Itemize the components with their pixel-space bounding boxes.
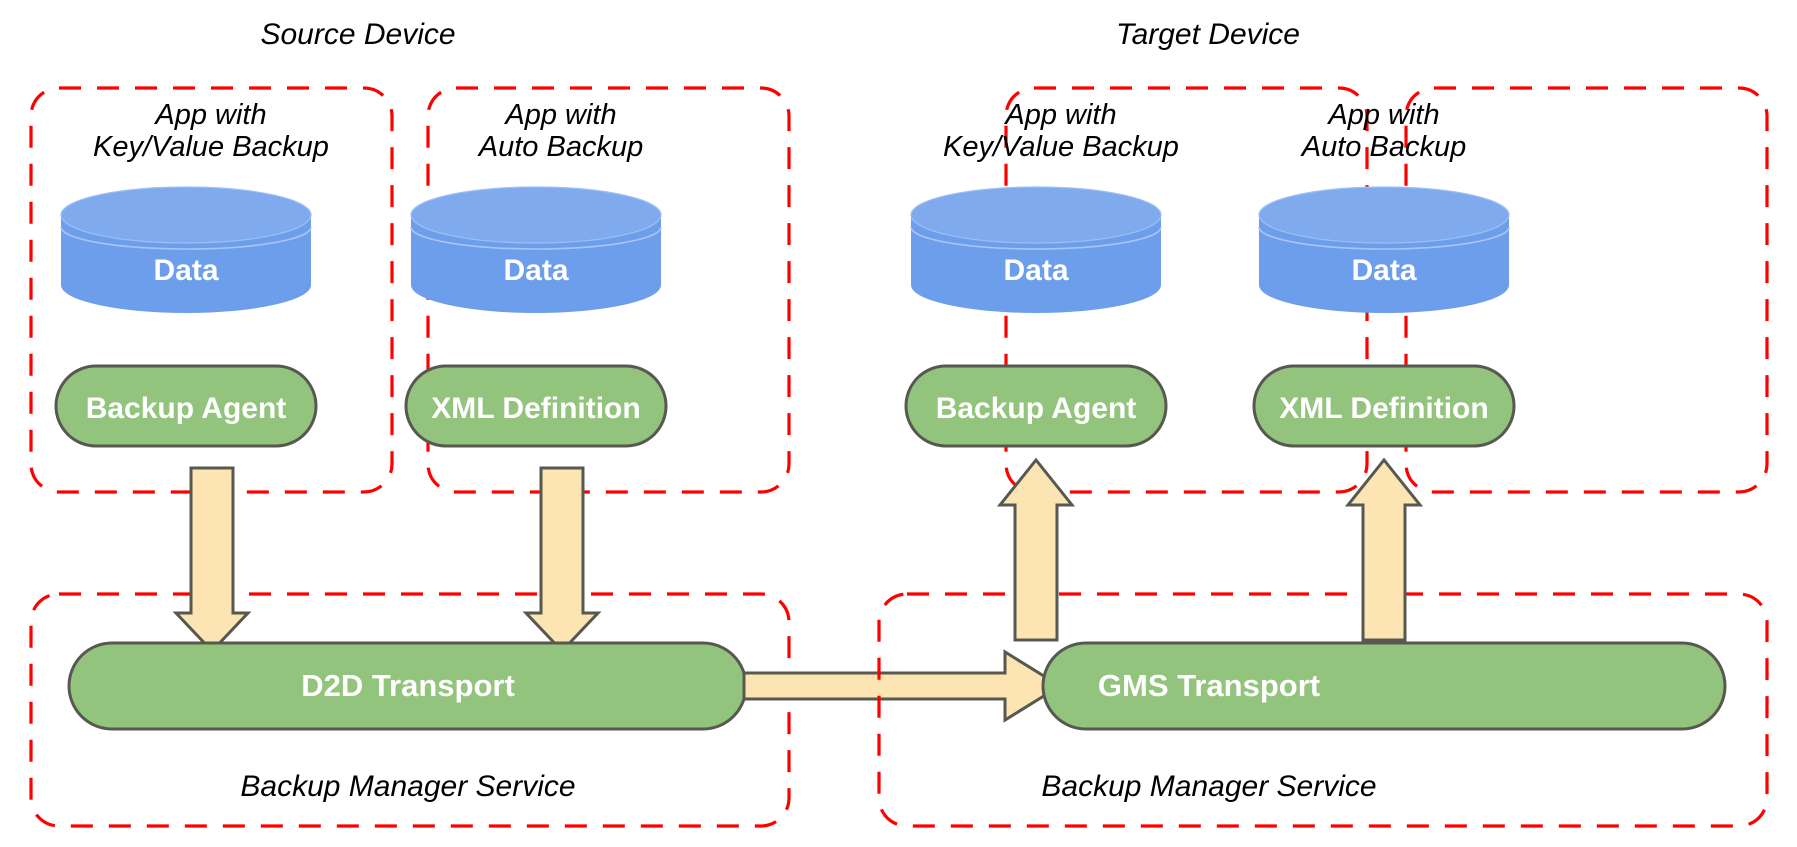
target-arrow-up-1-icon [996,457,1076,642]
source-app-2-component: XML Definition [404,364,668,448]
source-device-title: Source Device [260,18,455,51]
target-app-2-data-cylinder: Data [1258,186,1510,313]
target-app-1-title-line2: Key/Value Backup [943,131,1179,163]
source-app-1-data-label: Data [153,254,218,287]
target-device-title: Target Device [1116,18,1300,51]
target-app-2-data-label: Data [1351,254,1416,287]
target-backup-manager-service-box [877,592,1769,828]
source-app-1-title-line2: Key/Value Backup [93,131,329,163]
source-app-2-title-line1: App with [503,99,616,131]
transfer-arrow-right-icon [742,649,1063,723]
target-backup-manager-service-caption: Backup Manager Service [1041,770,1376,803]
target-app-1-title-line1: App with [1003,99,1116,131]
source-app-2-data-cylinder: Data [410,186,662,313]
source-app-1-component-label: Backup Agent [86,392,287,425]
source-app-2-component-label: XML Definition [431,392,640,425]
gms-transport-label: GMS Transport [1098,668,1320,703]
target-app-2-title-line1: App with [1326,99,1439,131]
target-app-1-data-label: Data [1003,254,1068,287]
d2d-transport-node: D2D Transport [67,641,748,731]
source-app-1-component: Backup Agent [54,364,318,448]
target-app-2-title-line2: Auto Backup [1300,131,1466,163]
target-app-2-component-label: XML Definition [1279,392,1488,425]
source-app-1-title-line1: App with [153,99,266,131]
target-arrow-up-2-icon [1344,457,1424,642]
source-app-2-data-label: Data [503,254,568,287]
source-arrow-down-2-icon [522,466,602,654]
target-app-1-component-label: Backup Agent [936,392,1137,425]
target-app-1-data-cylinder: Data [910,186,1162,313]
source-app-1-data-cylinder: Data [60,186,312,313]
source-app-2-title-line2: Auto Backup [477,131,643,163]
source-arrow-down-1-icon [172,466,252,654]
d2d-transport-label: D2D Transport [301,668,515,703]
target-app-1-component: Backup Agent [904,364,1168,448]
target-app-2-component: XML Definition [1252,364,1516,448]
gms-transport-node: GMS Transport [1041,641,1727,731]
source-backup-manager-service-caption: Backup Manager Service [240,770,575,803]
source-backup-manager-service-box [29,592,791,828]
